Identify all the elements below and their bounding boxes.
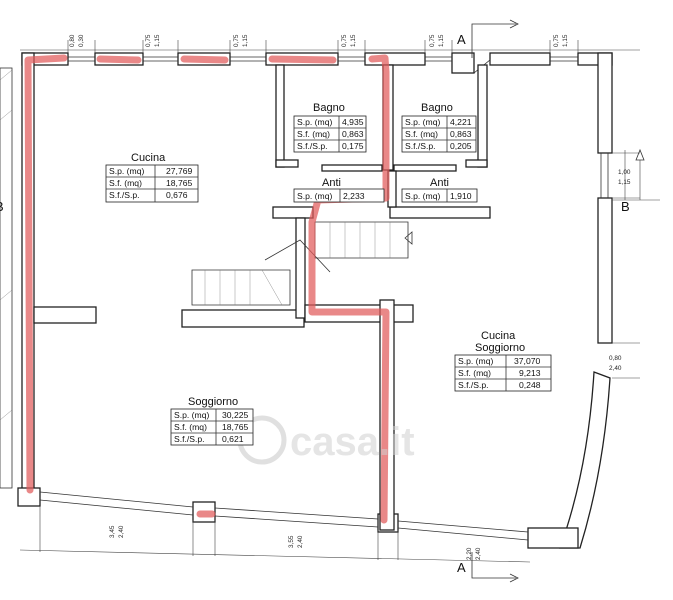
top-dimensions: 0,80 0,30 0,75 1,15 0,75 1,15 0,75 1,15 …	[20, 34, 640, 53]
bagno1-r1-value: 4,935	[342, 117, 364, 127]
dim-top-6b: 1,15	[562, 34, 569, 47]
watermark-text: casa.it	[290, 420, 415, 464]
dim-top-2a: 0,75	[145, 34, 152, 47]
dim-right-upper-a: 1,00	[618, 169, 631, 176]
cucsog-r1-value: 37,070	[514, 356, 541, 366]
section-a-top: A	[457, 32, 466, 47]
cucsog-r3-label: S.f./S.p.	[458, 380, 489, 390]
dim-bottom-1a: 3,45	[109, 525, 116, 538]
bagno1-r1-label: S.p. (mq)	[297, 117, 332, 127]
anti1-r1-label: S.p. (mq)	[297, 191, 332, 201]
dim-top-2b: 1,15	[154, 34, 161, 47]
soggiorno-r1-value: 30,225	[222, 410, 249, 420]
dim-top-5b: 1,15	[438, 34, 445, 47]
dim-top-6a: 0,75	[553, 34, 560, 47]
cucina-r2-label: S.f. (mq)	[109, 178, 142, 188]
dim-bottom-3a: 2,20	[466, 547, 473, 560]
room-cucina-soggiorno-title-1: Cucina	[481, 330, 516, 342]
bagno1-r2-value: 0,863	[342, 129, 364, 139]
dim-top-1b: 0,30	[78, 34, 85, 47]
dim-bottom-2b: 2,40	[297, 535, 304, 548]
dim-top-4b: 1,15	[350, 34, 357, 47]
cucina-r1-label: S.p. (mq)	[109, 166, 144, 176]
cucina-r3-value: 0,676	[166, 190, 188, 200]
section-a-bottom: A	[457, 560, 466, 575]
section-b-left: B	[0, 199, 4, 214]
room-anti-2-title: Anti	[430, 177, 449, 189]
room-anti-1-title: Anti	[322, 177, 341, 189]
room-bagno-1-title: Bagno	[313, 102, 345, 114]
bottom-dimensions: 3,45 2,40 3,55 2,40 2,20 2,40	[19, 506, 531, 563]
room-cucina-soggiorno: Cucina Soggiorno S.p. (mq) 37,070 S.f. (…	[454, 330, 552, 392]
room-anti-2: Anti S.p. (mq) 1,910	[401, 177, 478, 203]
anti1-r1-value: 2,233	[343, 191, 365, 201]
watermark: casa.it	[237, 415, 415, 465]
room-anti-1: Anti S.p. (mq) 2,233	[293, 177, 385, 203]
bagno1-r3-value: 0,175	[342, 141, 364, 151]
dim-bottom-1b: 2,40	[118, 525, 125, 538]
anti2-r1-value: 1,910	[450, 191, 472, 201]
room-cucina-soggiorno-title-2: Soggiorno	[475, 342, 525, 354]
soggiorno-r2-label: S.f. (mq)	[174, 422, 207, 432]
dim-top-3a: 0,75	[233, 34, 240, 47]
room-bagno-2: Bagno S.p. (mq) 4,221 S.f. (mq) 0,863 S.…	[401, 102, 477, 153]
bagno2-r2-label: S.f. (mq)	[405, 129, 438, 139]
cucsog-r2-label: S.f. (mq)	[458, 368, 491, 378]
soggiorno-r3-label: S.f./S.p.	[174, 434, 205, 444]
bagno2-r1-value: 4,221	[450, 117, 472, 127]
room-cucina: Cucina S.p. (mq) 27,769 S.f. (mq) 18,765…	[105, 152, 199, 203]
bagno2-r3-label: S.f./S.p.	[405, 141, 436, 151]
dim-top-3b: 1,15	[242, 34, 249, 47]
dim-bottom-3b: 2,40	[475, 547, 482, 560]
dim-top-4a: 0,75	[341, 34, 348, 47]
section-markers: A A B B	[0, 19, 660, 583]
right-dimensions: 1,00 1,15 0,80 2,40	[609, 150, 640, 379]
bagno1-r3-label: S.f./S.p.	[297, 141, 328, 151]
room-soggiorno: Soggiorno S.p. (mq) 30,225 S.f. (mq) 18,…	[170, 396, 254, 446]
soggiorno-r1-label: S.p. (mq)	[174, 410, 209, 420]
dim-right-lower-a: 0,80	[609, 355, 622, 362]
soggiorno-r2-value: 18,765	[222, 422, 249, 432]
dim-top-1a: 0,80	[69, 34, 76, 47]
section-b-right: B	[621, 199, 630, 214]
stairs	[191, 221, 413, 306]
cucina-r3-label: S.f./S.p.	[109, 190, 140, 200]
dim-right-lower-b: 2,40	[609, 365, 622, 372]
cucina-r1-value: 27,769	[166, 166, 193, 176]
soggiorno-r3-value: 0,621	[222, 434, 244, 444]
left-hatch	[0, 67, 13, 489]
dim-top-5a: 0,75	[429, 34, 436, 47]
bagno2-r2-value: 0,863	[450, 129, 472, 139]
room-bagno-2-title: Bagno	[421, 102, 453, 114]
room-cucina-title: Cucina	[131, 152, 166, 164]
anti2-r1-label: S.p. (mq)	[405, 191, 440, 201]
cucsog-r3-value: 0,248	[519, 380, 541, 390]
dim-bottom-2a: 3,55	[288, 535, 295, 548]
dim-right-upper-b: 1,15	[618, 179, 631, 186]
room-bagno-1: Bagno S.p. (mq) 4,935 S.f. (mq) 0,863 S.…	[293, 102, 367, 153]
room-soggiorno-title: Soggiorno	[188, 396, 238, 408]
cucsog-r1-label: S.p. (mq)	[458, 356, 493, 366]
bagno2-r1-label: S.p. (mq)	[405, 117, 440, 127]
cucina-r2-value: 18,765	[166, 178, 193, 188]
cucsog-r2-value: 9,213	[519, 368, 541, 378]
bagno2-r3-value: 0,205	[450, 141, 472, 151]
bagno1-r2-label: S.f. (mq)	[297, 129, 330, 139]
